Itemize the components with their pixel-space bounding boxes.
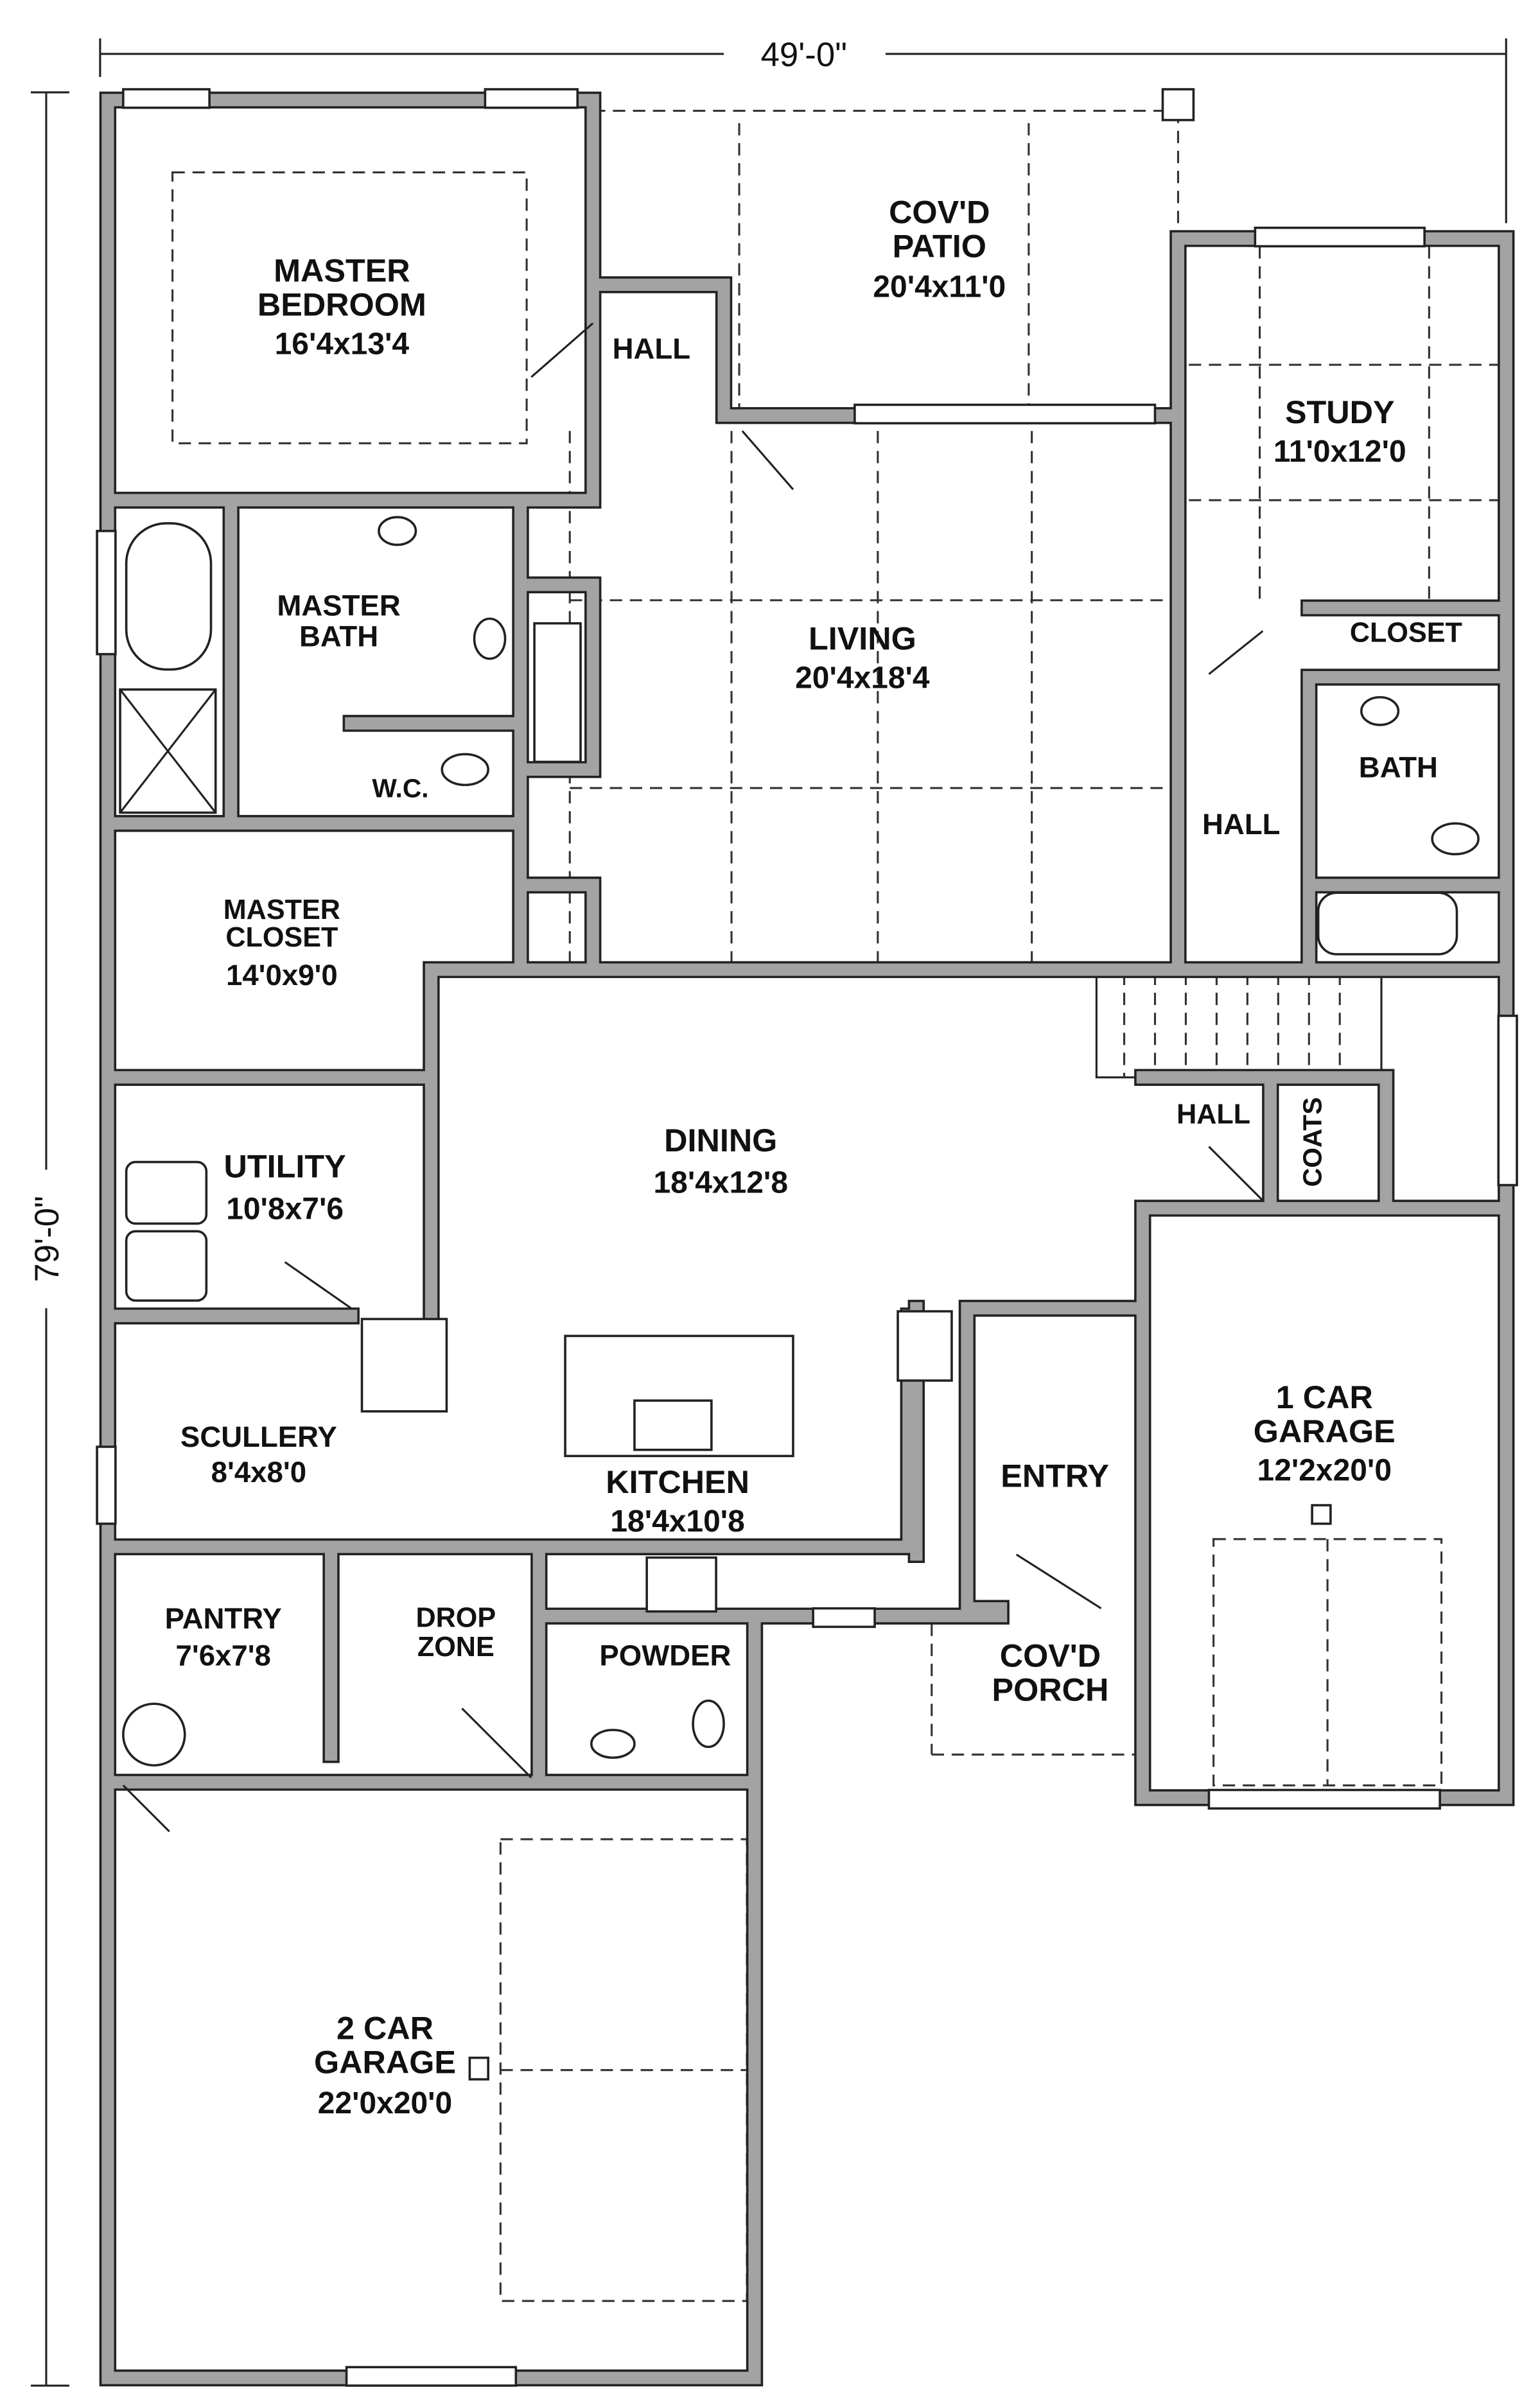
room-name: LIVING bbox=[809, 620, 916, 656]
room-name: UTILITY bbox=[224, 1148, 346, 1185]
room-dining: DINING 18'4x12'8 bbox=[654, 1122, 788, 1200]
room-name: GARAGE bbox=[1254, 1413, 1396, 1449]
room-name: PATIO bbox=[893, 227, 986, 264]
room-name: KITCHEN bbox=[606, 1463, 749, 1500]
room-closet: CLOSET bbox=[1350, 617, 1462, 648]
living-ceiling bbox=[568, 431, 1178, 962]
room-name: COV'D bbox=[889, 194, 990, 231]
doors bbox=[122, 322, 1264, 1833]
room-utility: UTILITY 10'8x7'6 bbox=[224, 1148, 346, 1227]
room-master-closet: MASTER CLOSET 14'0x9'0 bbox=[223, 895, 340, 991]
toilet-icon bbox=[1431, 822, 1480, 856]
room-size: 8'4x8'0 bbox=[211, 1456, 306, 1489]
room-name: PANTRY bbox=[165, 1602, 282, 1635]
bathtub-icon bbox=[125, 522, 213, 671]
room-name: MASTER bbox=[274, 252, 410, 289]
room-pantry: PANTRY 7'6x7'8 bbox=[165, 1602, 282, 1672]
bathtub-icon bbox=[1317, 891, 1458, 956]
dimension-depth: 79'-0" bbox=[28, 91, 69, 2387]
door-icon bbox=[741, 430, 794, 491]
room-name: ZONE bbox=[417, 1632, 494, 1663]
room-size: 12'2x20'0 bbox=[1257, 1454, 1392, 1488]
room-name: BATH bbox=[299, 620, 378, 653]
width-label: 49'-0" bbox=[761, 36, 847, 74]
door-icon bbox=[1208, 630, 1264, 676]
door-icon bbox=[122, 1785, 170, 1833]
garage-doors bbox=[468, 1504, 1443, 2302]
oven-icon bbox=[897, 1310, 953, 1382]
room-size: 11'0x12'0 bbox=[1273, 435, 1406, 469]
toilet-icon bbox=[441, 753, 489, 787]
room-master-bath: MASTER BATH bbox=[277, 589, 400, 653]
room-name: SCULLERY bbox=[180, 1420, 337, 1453]
fireplace-icon bbox=[533, 622, 582, 764]
dryer-icon bbox=[125, 1230, 208, 1302]
fixtures bbox=[119, 516, 1480, 1767]
porch-outline bbox=[931, 1623, 1143, 1756]
room-name: STUDY bbox=[1285, 394, 1395, 430]
room-kitchen: KITCHEN 18'4x10'8 bbox=[606, 1463, 749, 1539]
refrigerator-icon bbox=[360, 1318, 448, 1413]
door-icon bbox=[284, 1261, 352, 1309]
room-size: 22'0x20'0 bbox=[318, 2086, 452, 2120]
room-scullery: SCULLERY 8'4x8'0 bbox=[180, 1420, 337, 1489]
room-size: 7'6x7'8 bbox=[176, 1639, 271, 1672]
room-name: 1 CAR bbox=[1276, 1379, 1373, 1415]
room-size: 10'8x7'6 bbox=[226, 1192, 344, 1226]
room-size: 14'0x9'0 bbox=[226, 959, 338, 991]
room-size: 18'4x12'8 bbox=[654, 1166, 788, 1200]
room-coats: COATS bbox=[1297, 1097, 1327, 1187]
room-name: DINING bbox=[664, 1122, 777, 1158]
room-hall-study: HALL bbox=[1202, 808, 1280, 841]
room-size: 18'4x10'8 bbox=[610, 1505, 744, 1539]
toilet-icon bbox=[692, 1699, 725, 1749]
washer-icon bbox=[125, 1160, 208, 1225]
room-entry: ENTRY bbox=[1001, 1457, 1109, 1494]
kitchen-sink-icon bbox=[633, 1399, 713, 1451]
room-study: STUDY 11'0x12'0 bbox=[1273, 394, 1406, 469]
stairs bbox=[1095, 972, 1383, 1079]
room-1-car-garage: 1 CAR GARAGE 12'2x20'0 bbox=[1254, 1379, 1396, 1488]
room-size: 20'4x18'4 bbox=[795, 661, 930, 695]
room-hall-master: HALL bbox=[613, 332, 690, 365]
room-wc: W.C. bbox=[372, 774, 428, 803]
room-living: LIVING 20'4x18'4 bbox=[795, 620, 930, 695]
room-name: GARAGE bbox=[314, 2043, 456, 2080]
room-drop-zone: DROP ZONE bbox=[416, 1602, 496, 1663]
room-name: MASTER bbox=[277, 589, 400, 622]
room-name: 2 CAR bbox=[337, 2010, 433, 2047]
room-powder: POWDER bbox=[599, 1639, 731, 1672]
door-icon bbox=[461, 1707, 532, 1779]
door-icon bbox=[1208, 1146, 1264, 1201]
patio-outline bbox=[593, 88, 1195, 408]
door-icon bbox=[530, 322, 594, 378]
windows bbox=[96, 88, 1518, 2387]
cooktop-icon bbox=[645, 1556, 717, 1613]
dimension-width: 49'-0" bbox=[99, 36, 1507, 223]
door-icon bbox=[1015, 1553, 1102, 1609]
bedroom-ceiling bbox=[171, 171, 528, 444]
room-name: COV'D bbox=[1000, 1637, 1101, 1674]
sink-icon bbox=[378, 516, 417, 546]
room-name: MASTER bbox=[223, 895, 340, 925]
room-covered-porch: COV'D PORCH bbox=[992, 1637, 1109, 1708]
room-master-bedroom: MASTER BEDROOM 16'4x13'4 bbox=[258, 252, 426, 362]
room-2-car-garage: 2 CAR GARAGE 22'0x20'0 bbox=[314, 2010, 456, 2120]
room-name: DROP bbox=[416, 1602, 496, 1633]
room-hall-coats: HALL bbox=[1177, 1099, 1250, 1130]
room-covered-patio: COV'D PATIO 20'4x11'0 bbox=[873, 194, 1006, 304]
sink-icon bbox=[1360, 695, 1400, 726]
sink-icon bbox=[590, 1729, 636, 1759]
room-name: CLOSET bbox=[225, 922, 338, 953]
depth-label: 79'-0" bbox=[28, 1196, 66, 1282]
study-ceiling bbox=[1189, 246, 1502, 600]
room-size: 16'4x13'4 bbox=[275, 327, 410, 361]
sink-icon bbox=[473, 617, 507, 660]
water-heater-icon bbox=[122, 1702, 186, 1767]
room-name: PORCH bbox=[992, 1671, 1109, 1707]
room-bath: BATH bbox=[1359, 751, 1438, 783]
room-name: BEDROOM bbox=[258, 286, 426, 322]
room-size: 20'4x11'0 bbox=[873, 270, 1006, 304]
